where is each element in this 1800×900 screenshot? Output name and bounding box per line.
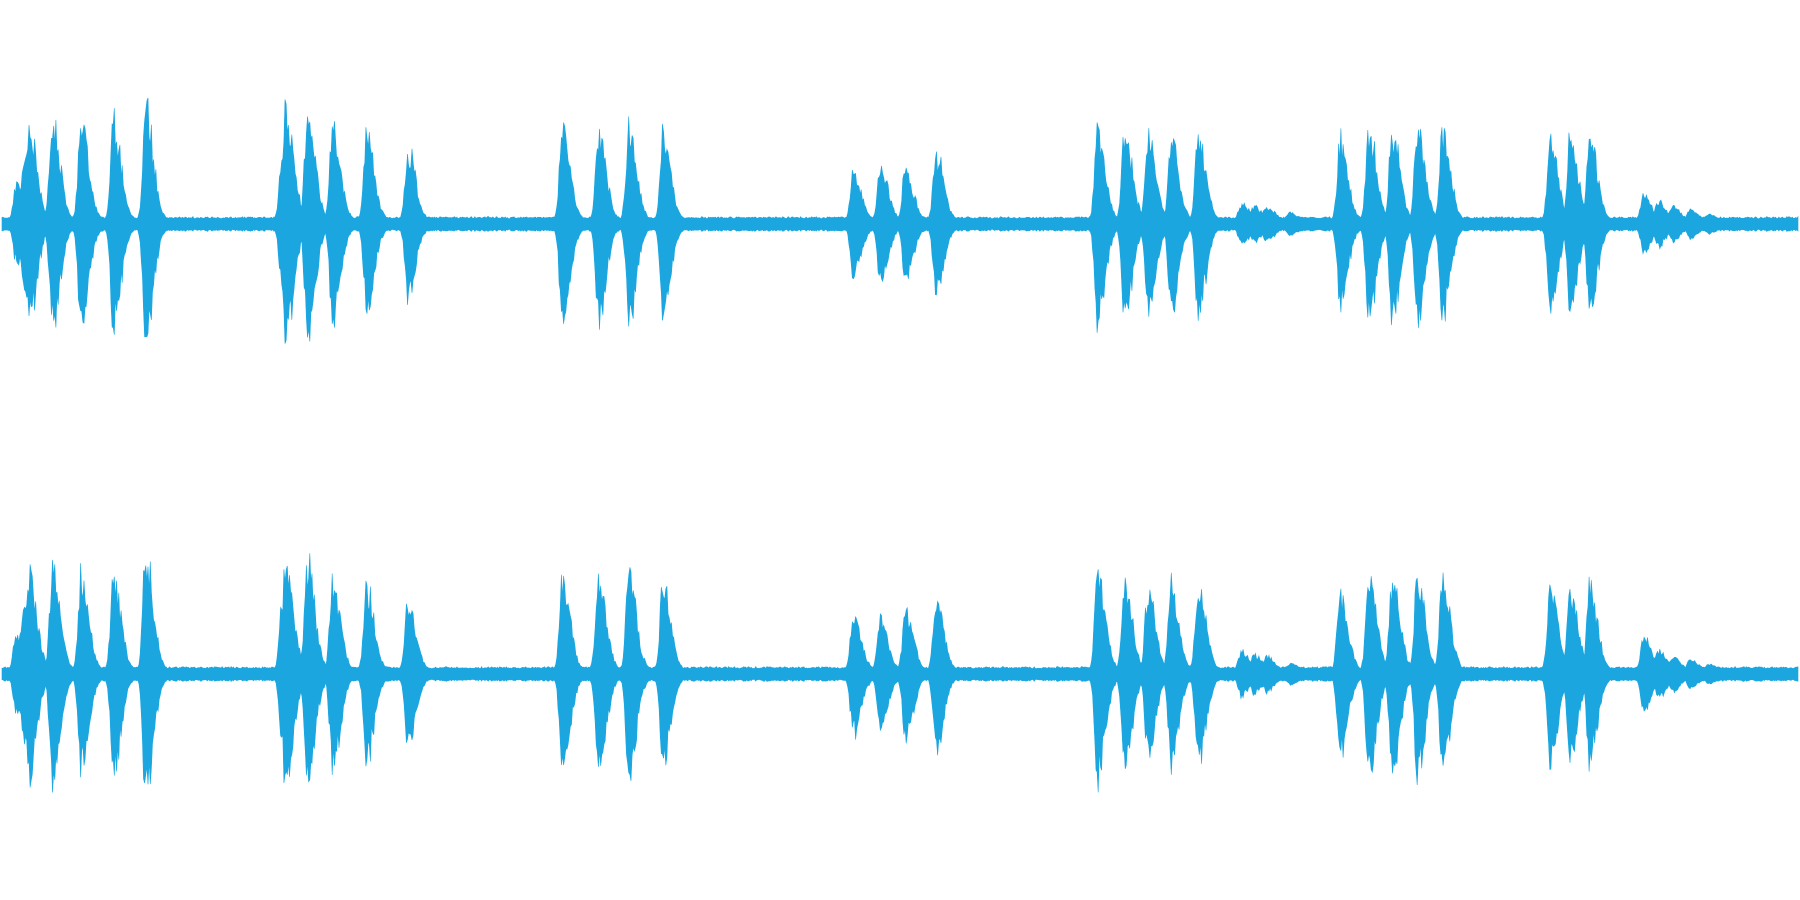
waveform-envelope bbox=[1, 553, 1799, 793]
waveform-channel-2 bbox=[1, 553, 1799, 793]
waveform-envelope bbox=[1, 97, 1799, 344]
waveform-channel-1 bbox=[1, 97, 1799, 344]
